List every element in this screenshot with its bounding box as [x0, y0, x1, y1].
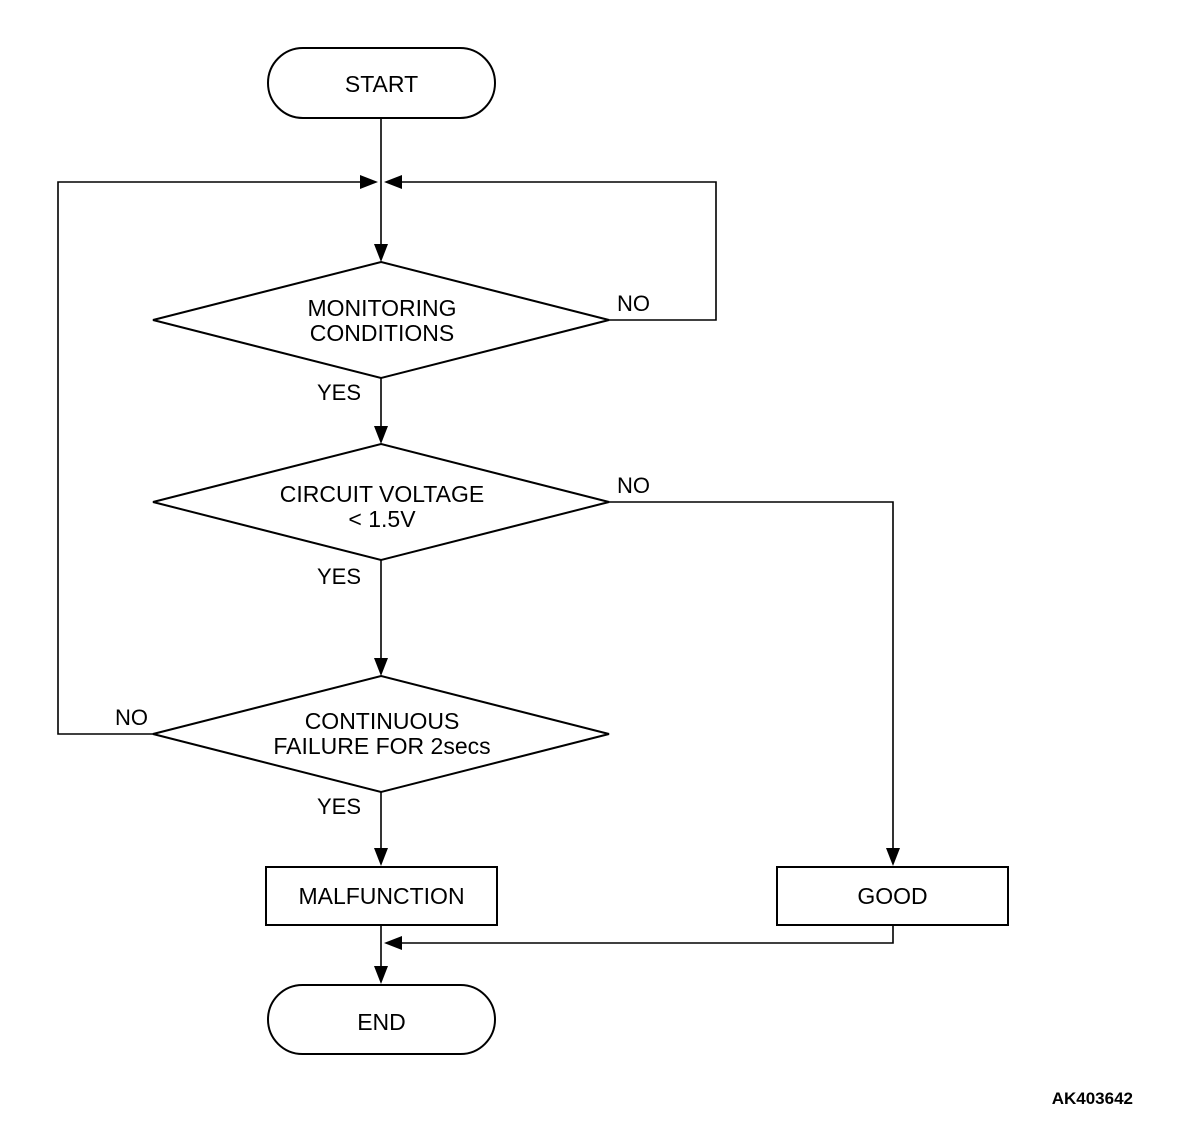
arrow-into-continuous	[374, 658, 388, 676]
monitoring-label-line2: CONDITIONS	[310, 320, 454, 346]
voltage-label-line2: < 1.5V	[348, 506, 416, 532]
connector-voltage-no	[609, 501, 894, 852]
arrow-into-monitoring	[374, 244, 388, 262]
arrow-good-merge	[384, 936, 402, 950]
end-terminal	[267, 984, 496, 1055]
voltage-no-label: NO	[617, 473, 650, 498]
figure-id: AK403642	[1052, 1089, 1133, 1108]
good-box	[776, 866, 1009, 926]
continuous-label-line1: CONTINUOUS	[305, 708, 460, 734]
arrow-into-malfunction	[374, 848, 388, 866]
connector-continuous-no-loop	[57, 181, 362, 735]
arrow-monitoring-no-into-junction	[384, 175, 402, 189]
malfunction-label: MALFUNCTION	[298, 883, 464, 909]
monitoring-label-line1: MONITORING	[307, 295, 456, 321]
continuous-label-line2: FAILURE FOR 2secs	[273, 733, 490, 759]
continuous-no-label: NO	[115, 705, 148, 730]
arrow-continuous-no-into-junction	[360, 175, 378, 189]
connector-good-merge	[402, 925, 894, 944]
arrow-into-end	[374, 966, 388, 984]
monitoring-yes-label: YES	[317, 380, 361, 405]
monitoring-no-label: NO	[617, 291, 650, 316]
end-label: END	[357, 1009, 406, 1035]
arrow-into-voltage	[374, 426, 388, 444]
voltage-label-line1: CIRCUIT VOLTAGE	[280, 481, 484, 507]
malfunction-box	[265, 866, 498, 926]
start-label: START	[345, 71, 418, 97]
good-label: GOOD	[857, 883, 927, 909]
continuous-yes-label: YES	[317, 794, 361, 819]
voltage-yes-label: YES	[317, 564, 361, 589]
arrow-into-good	[886, 848, 900, 866]
connector-monitoring-no-loop	[400, 181, 717, 321]
